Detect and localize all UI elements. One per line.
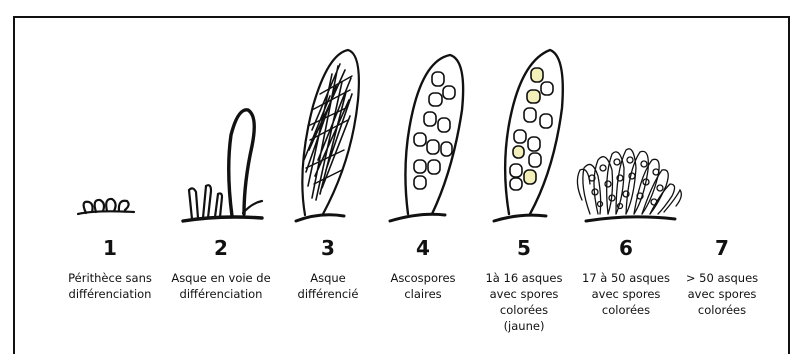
stage-3-number: 3: [308, 236, 348, 260]
stage-4-drawing: [390, 55, 463, 221]
stage-5-label: 1à 16 asques avec spores colorées (jaune…: [465, 270, 583, 334]
stage-2-number: 2: [201, 236, 241, 260]
stage-2-drawing: [183, 110, 262, 221]
stage-1-number: 1: [90, 236, 130, 260]
stage-2-label: Asque en voie de différenciation: [162, 270, 280, 302]
stage-5-drawing: [494, 50, 563, 221]
stage-6-number: 6: [606, 236, 646, 260]
stage-5-number: 5: [504, 236, 544, 260]
stage-6-drawing: [577, 149, 681, 221]
stage-1-label: Périthèce sans différenciation: [51, 270, 169, 302]
stage-7-label: > 50 asques avec spores colorées: [663, 270, 781, 318]
stage-4-number: 4: [403, 236, 443, 260]
stage-1-drawing: [78, 199, 134, 214]
stage-3-drawing: [296, 50, 359, 221]
stage-7-number: 7: [702, 236, 742, 260]
